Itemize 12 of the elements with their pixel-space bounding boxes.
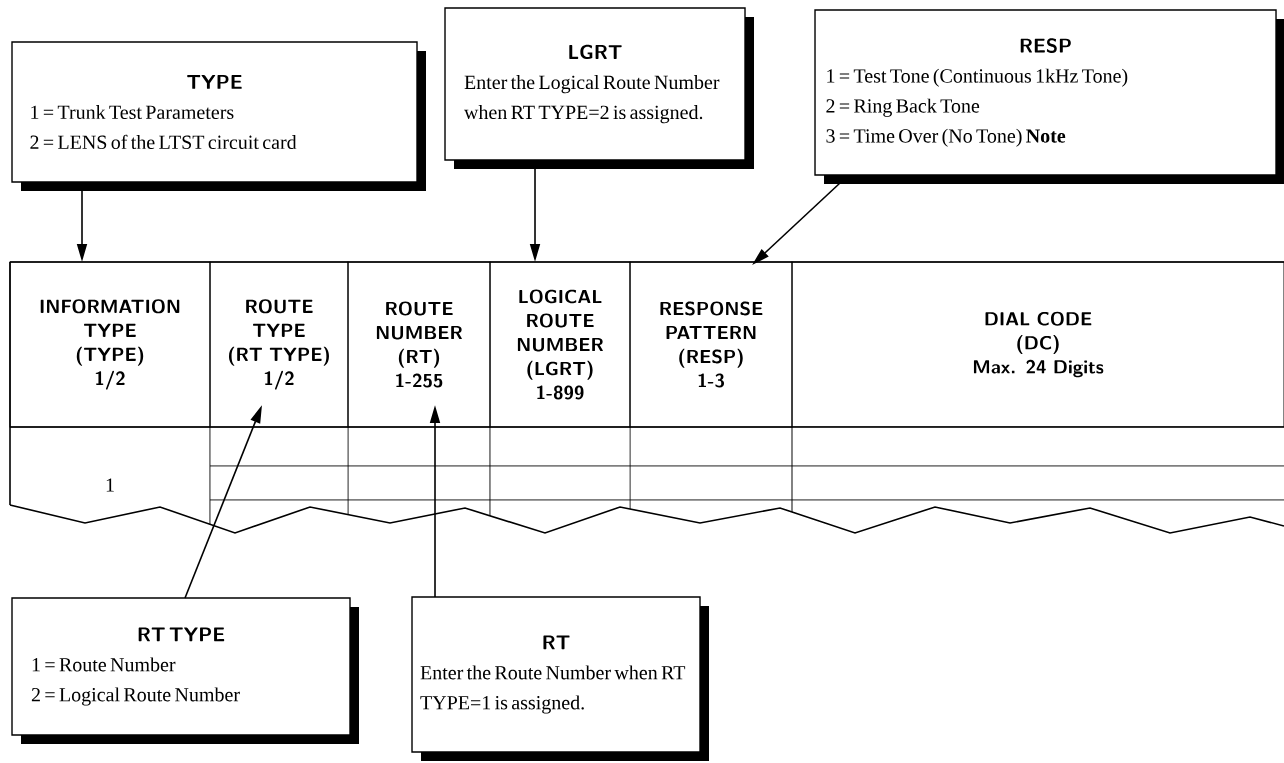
row-number: 1 (106, 478, 114, 492)
header-cell: LOGICAL ROUTE NUMBER (LGRT) 1-899 (489, 261, 631, 428)
header-cell: ROUTE NUMBER (RT) 1-255 (347, 261, 491, 428)
header-cell: RESPONSE PATTERN (RESP) 1-3 (629, 261, 793, 428)
callout-box: RT TYPE 1 = Route Number 2 = Logical Route Number (11, 597, 359, 744)
callout-box: LGRT Enter the Logical Route Number when RT TYPE=2 is assigned. (444, 7, 754, 169)
header-cell: DIAL CODE (DC) Max. 24 Digits (791, 261, 1284, 428)
callout-box: TYPE 1 = Trunk Test Parameters 2 = LENS of the LTST circuit card (11, 41, 426, 191)
callout-box: RT Enter the Route Number when RT TYPE=1 is assigned. (411, 596, 709, 761)
header-cell: ROUTE TYPE (RT TYPE) 1/2 (209, 261, 349, 428)
callout-box: RESP 1 = Test Tone (Continuous 1kHz Tone) 2 = Ring Back Tone 3 = Time Over (No Tone) Note (814, 9, 1284, 184)
header-cell: INFORMATION TYPE (TYPE) 1/2 (9, 261, 211, 428)
